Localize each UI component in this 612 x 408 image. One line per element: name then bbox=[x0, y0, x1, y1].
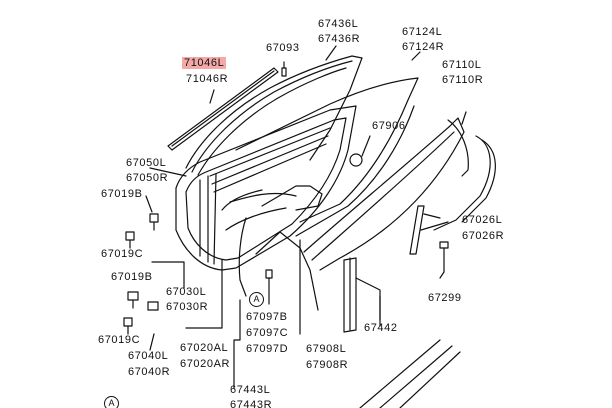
label-67908L: 67908L bbox=[306, 343, 347, 355]
callout-a-2: A bbox=[104, 396, 119, 408]
label-71046R: 71046R bbox=[186, 73, 229, 85]
label-67097C: 67097C bbox=[246, 327, 289, 339]
label-67026R: 67026R bbox=[462, 230, 505, 242]
callout-a-1: A bbox=[249, 292, 264, 307]
label-67097B: 67097B bbox=[246, 311, 288, 323]
leader-71046 bbox=[209, 89, 215, 104]
label-67026L: 67026L bbox=[462, 214, 503, 226]
belt-moulding-strip bbox=[167, 67, 279, 151]
label-67124R: 67124R bbox=[402, 41, 445, 53]
grommet-67906 bbox=[349, 135, 371, 167]
fastener-67019 bbox=[123, 213, 159, 335]
label-67436L: 67436L bbox=[318, 18, 359, 30]
label-67020AR: 67020AR bbox=[180, 358, 231, 370]
leader-lines bbox=[145, 45, 467, 389]
door-weatherstrip bbox=[185, 55, 363, 176]
rear-door-partial bbox=[359, 339, 461, 408]
label-67110L: 67110L bbox=[442, 59, 482, 71]
rear-channel-67442 bbox=[343, 257, 381, 333]
label-71046L: 71046L bbox=[182, 57, 227, 69]
label-67040L: 67040L bbox=[128, 350, 169, 362]
clip-67097 bbox=[265, 269, 273, 305]
label-67020AL: 67020AL bbox=[180, 342, 229, 354]
label-67019C-2: 67019C bbox=[98, 334, 141, 346]
label-67299: 67299 bbox=[428, 292, 462, 304]
label-67019B-1: 67019B bbox=[101, 188, 143, 200]
label-67030L: 67030L bbox=[166, 286, 207, 298]
label-67443R: 67443R bbox=[230, 399, 273, 408]
label-67124L: 67124L bbox=[402, 26, 443, 38]
label-67019C-1: 67019C bbox=[101, 248, 144, 260]
label-67050L: 67050L bbox=[126, 157, 167, 169]
window-run-channel bbox=[303, 117, 496, 271]
label-67030R: 67030R bbox=[166, 301, 209, 313]
label-67908R: 67908R bbox=[306, 359, 349, 371]
door-glass bbox=[235, 77, 419, 237]
door-inner-panel bbox=[175, 105, 357, 271]
label-67436R: 67436R bbox=[318, 33, 361, 45]
label-67442: 67442 bbox=[364, 322, 398, 334]
label-67906: 67906 bbox=[372, 120, 406, 132]
clip-67093 bbox=[281, 61, 287, 77]
label-67050R: 67050R bbox=[126, 172, 169, 184]
bolt-67299 bbox=[439, 241, 449, 273]
label-67093: 67093 bbox=[266, 42, 300, 54]
label-67443L: 67443L bbox=[230, 384, 271, 396]
label-67110R: 67110R bbox=[442, 74, 484, 86]
label-67019B-2: 67019B bbox=[111, 271, 153, 283]
glass-guide-67026 bbox=[409, 205, 449, 255]
label-67040R: 67040R bbox=[128, 366, 171, 378]
label-67097D: 67097D bbox=[246, 343, 289, 355]
